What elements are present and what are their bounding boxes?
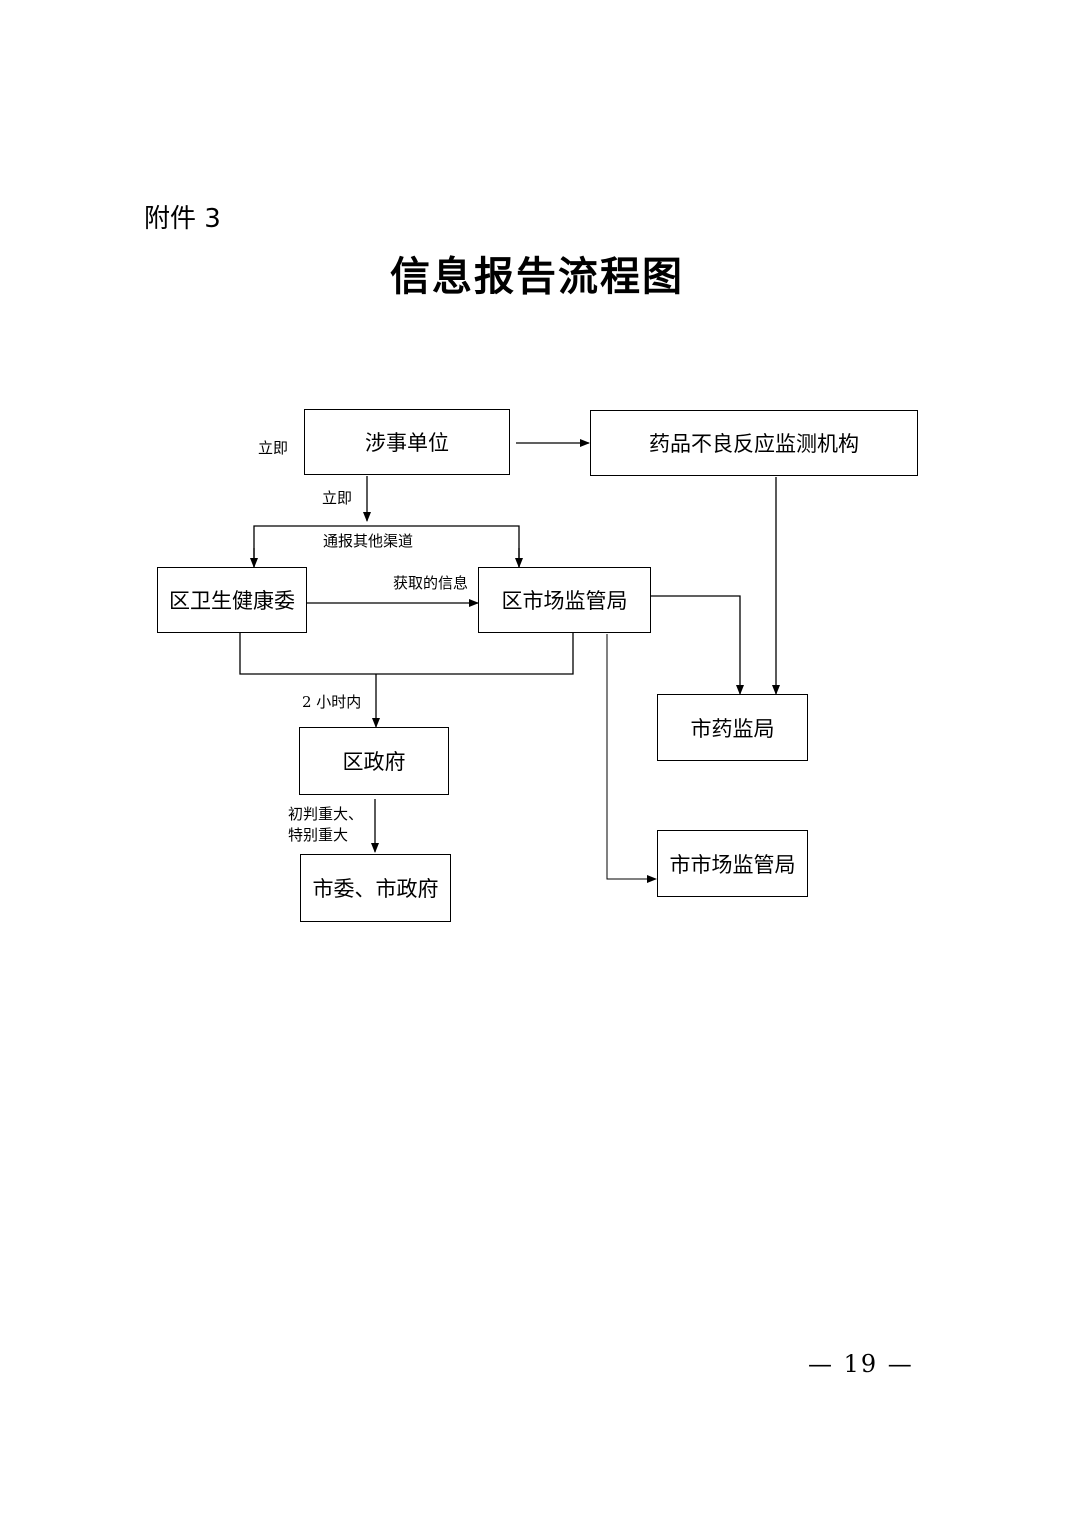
label-within-2-hours: 2 小时内 [302, 693, 362, 711]
page-number: — 19 — [808, 1350, 914, 1378]
label-immediately-left: 立即 [258, 439, 289, 457]
node-involved-unit: 涉事单位 [304, 409, 510, 475]
node-city-drug: 市药监局 [657, 694, 808, 761]
label-initial-major-line2: 特别重大 [288, 826, 349, 844]
split-bracket [253, 525, 520, 567]
label-info-obtained: 获取的信息 [393, 574, 469, 592]
node-district-market: 区市场监管局 [478, 567, 651, 633]
label-notify-other-channels: 通报其他渠道 [323, 532, 414, 550]
page-title: 信息报告流程图 [390, 253, 684, 300]
arrow-market-to-citymarket [606, 634, 657, 883]
node-city-market: 市市场监管局 [657, 830, 808, 897]
label-immediately-down: 立即 [322, 489, 353, 507]
merge-bracket [239, 633, 574, 675]
attachment-label: 附件 3 [144, 204, 221, 234]
node-city-committee-gov: 市委、市政府 [300, 854, 451, 922]
node-adr-monitor: 药品不良反应监测机构 [590, 410, 918, 476]
node-district-gov: 区政府 [299, 727, 449, 795]
arrow-market-to-citydrug [651, 595, 744, 695]
node-district-health: 区卫生健康委 [157, 567, 307, 633]
label-initial-major-line1: 初判重大、 [288, 805, 364, 823]
